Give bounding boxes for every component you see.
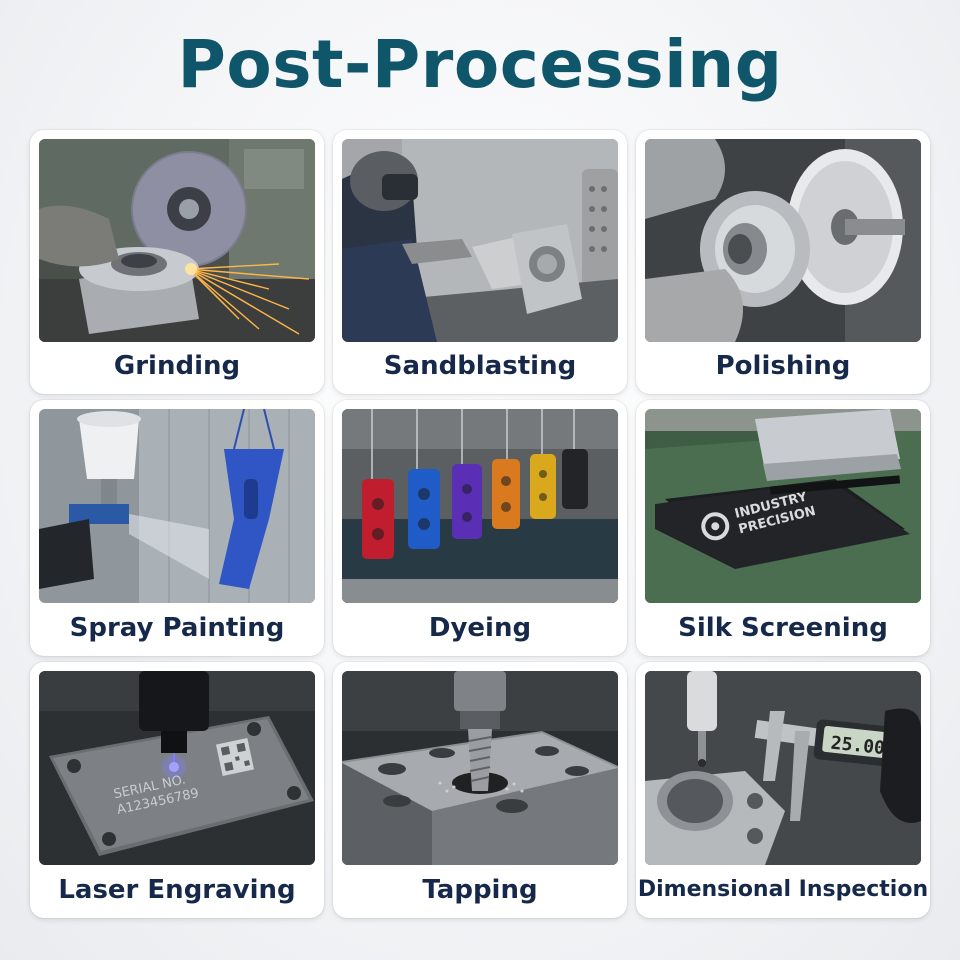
process-grid: Grinding Sandblasting: [30, 130, 930, 922]
process-label: Polishing: [715, 351, 851, 381]
tapping-photo: [342, 671, 618, 865]
process-card-grinding: Grinding: [30, 130, 324, 394]
process-card-dyeing: Dyeing: [333, 400, 627, 656]
page-title: Post-Processing: [177, 26, 783, 103]
process-label: Spray Painting: [69, 612, 285, 643]
process-card-silk-screening: INDUSTRY PRECISION Silk Screening: [636, 400, 930, 656]
process-label: Grinding: [113, 351, 241, 381]
dyeing-photo: [342, 409, 618, 603]
process-card-polishing: Polishing: [636, 130, 930, 394]
laser-engraving-photo: SERIAL NO. A123456789: [39, 671, 315, 865]
sandblasting-photo: [342, 139, 618, 342]
process-label: Sandblasting: [383, 351, 577, 381]
process-label: Laser Engraving: [58, 874, 296, 905]
process-card-dimensional-inspection: 25.00 Dimensional Inspection: [636, 662, 930, 918]
process-label: Tapping: [422, 874, 538, 905]
process-card-sandblasting: Sandblasting: [333, 130, 627, 394]
grinding-photo: [39, 139, 315, 342]
dimensional-inspection-photo: 25.00: [645, 671, 921, 865]
process-card-laser-engraving: SERIAL NO. A123456789 Laser Engraving: [30, 662, 324, 918]
process-label: Silk Screening: [678, 612, 888, 643]
process-label: Dyeing: [428, 612, 532, 643]
process-card-tapping: Tapping: [333, 662, 627, 918]
spray-painting-photo: [39, 409, 315, 603]
silk-screening-photo: INDUSTRY PRECISION: [645, 409, 921, 603]
process-label: Dimensional Inspection: [637, 877, 929, 902]
process-card-spray-painting: Spray Painting: [30, 400, 324, 656]
polishing-photo: [645, 139, 921, 342]
